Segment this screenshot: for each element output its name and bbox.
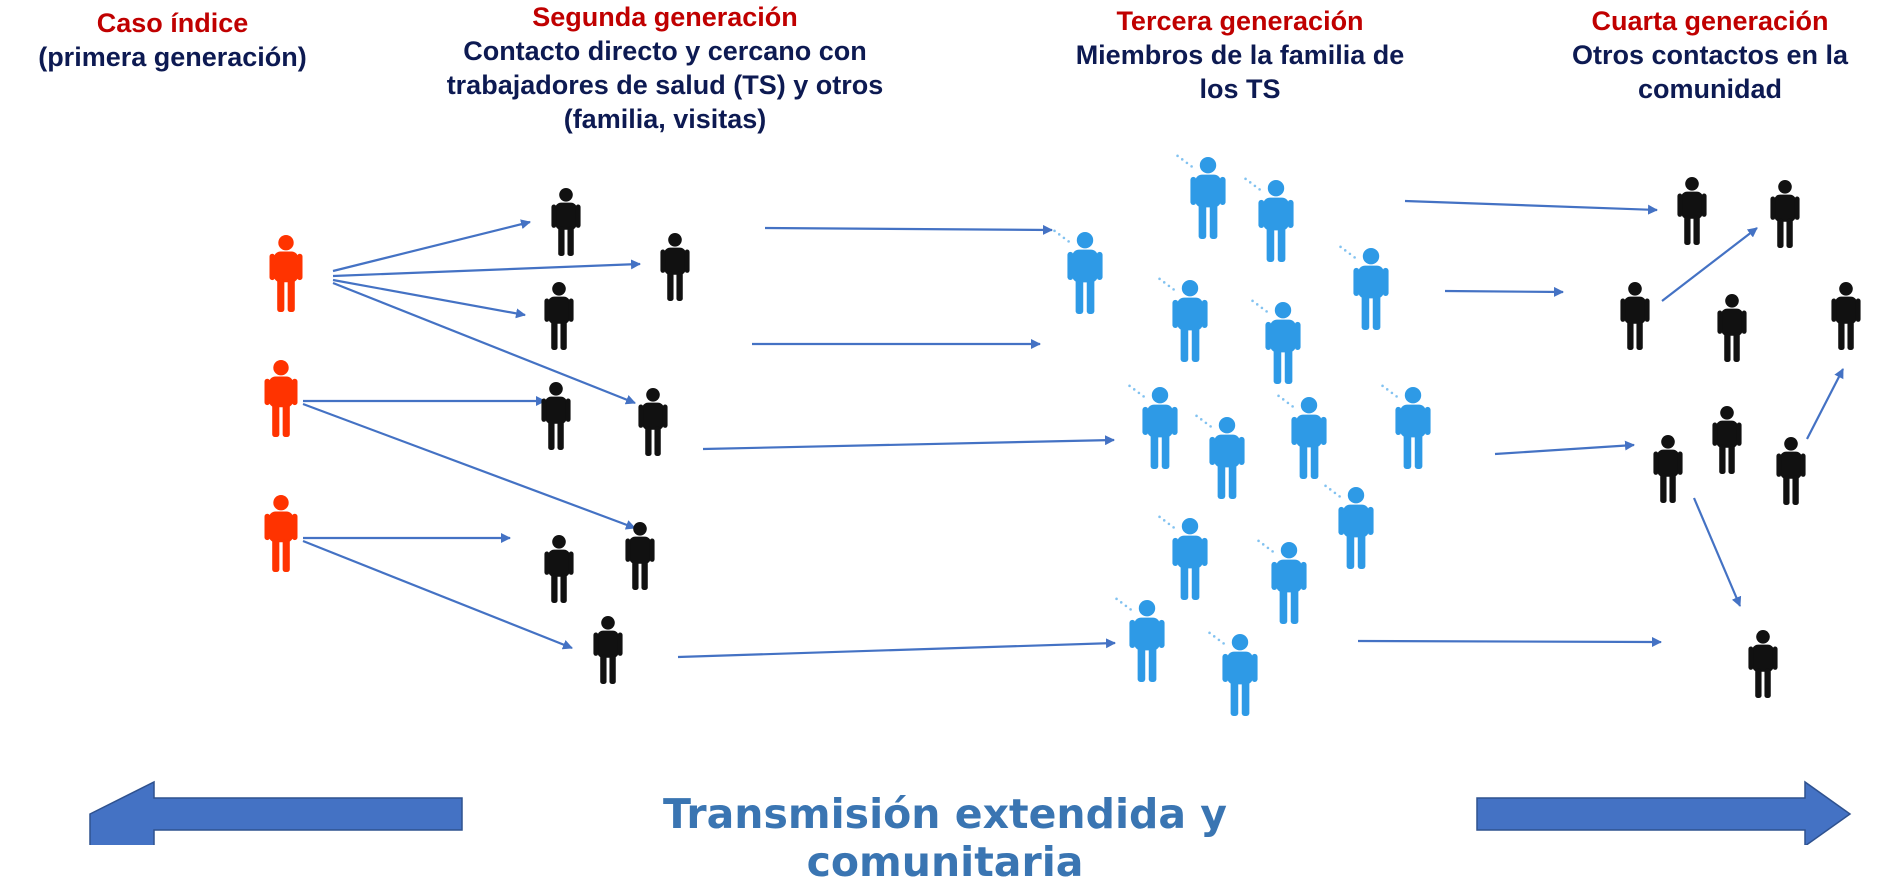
- person-icon: [1251, 299, 1301, 384]
- connector-arrow: [702, 435, 1115, 451]
- person-icon: [660, 233, 690, 301]
- header-first-generation: Caso índice (primera generación): [0, 6, 345, 74]
- person-icon: [1128, 384, 1178, 469]
- connector-arrow: [332, 259, 641, 278]
- second-generation-title: Segunda generación: [532, 2, 798, 32]
- connector-arrow: [1444, 286, 1564, 297]
- person-icon: [269, 235, 303, 312]
- people-group: [264, 154, 1861, 716]
- person-icon: [1208, 631, 1258, 716]
- person-icon: [1717, 294, 1747, 362]
- connector-arrow: [1494, 440, 1635, 456]
- person-icon: [541, 382, 571, 450]
- person-icon: [264, 360, 298, 437]
- footer-label: Transmisión extendida y comunitaria: [662, 790, 1228, 886]
- person-icon: [1339, 245, 1389, 330]
- fourth-generation-subtitle-line: Otros contactos en la: [1571, 40, 1849, 70]
- person-icon: [1677, 177, 1707, 245]
- person-icon: [1195, 414, 1245, 499]
- second-generation-subtitle-line: trabajadores de salud (TS) y otros: [446, 70, 884, 100]
- person-icon: [638, 388, 668, 456]
- footer-arrow-group: [89, 780, 1852, 845]
- connector-arrow: [1661, 227, 1758, 302]
- connector-arrow: [764, 224, 1053, 235]
- connector-arrow: [1357, 636, 1662, 647]
- transmission-diagram: [89, 154, 1861, 845]
- person-icon: [625, 522, 655, 590]
- person-icon: [1158, 515, 1208, 600]
- second-generation-subtitle-line: (familia, visitas): [563, 104, 767, 134]
- connector-arrow: [1692, 497, 1742, 607]
- third-generation-subtitle-line: Miembros de la familia de: [1075, 40, 1405, 70]
- person-icon: [1158, 277, 1208, 362]
- first-generation-title: Caso índice: [96, 8, 249, 38]
- person-icon: [1620, 282, 1650, 350]
- person-icon: [1770, 180, 1800, 248]
- person-icon: [1381, 384, 1431, 469]
- person-icon: [1831, 282, 1861, 350]
- connector-arrow: [302, 402, 636, 530]
- connector-arrow: [1404, 199, 1658, 215]
- connector-group: [302, 199, 1844, 659]
- person-icon: [1257, 539, 1307, 624]
- connector-arrow: [302, 539, 573, 650]
- right-arrow-icon: [1476, 780, 1852, 845]
- connector-arrow: [1806, 368, 1844, 440]
- person-icon: [544, 282, 574, 350]
- person-icon: [264, 495, 298, 572]
- person-icon: [551, 188, 581, 256]
- header-third-generation: Tercera generación Miembros de la famili…: [1020, 4, 1460, 106]
- fourth-generation-title: Cuarta generación: [1591, 6, 1829, 36]
- header-second-generation: Segunda generación Contacto directo y ce…: [395, 0, 935, 136]
- person-icon: [1712, 406, 1742, 474]
- header-fourth-generation: Cuarta generación Otros contactos en la …: [1540, 4, 1880, 106]
- person-icon: [1176, 154, 1226, 239]
- connector-arrow: [332, 219, 531, 273]
- person-icon: [1324, 484, 1374, 569]
- person-icon: [1053, 229, 1103, 314]
- person-icon: [1277, 394, 1327, 479]
- person-icon: [1244, 177, 1294, 262]
- second-generation-subtitle-line: Contacto directo y cercano con: [463, 36, 867, 66]
- fourth-generation-subtitle-line: comunidad: [1637, 74, 1782, 104]
- person-icon: [1115, 597, 1165, 682]
- connector-arrow: [332, 278, 526, 319]
- left-arrow-icon: [89, 780, 463, 845]
- connector-arrow: [332, 281, 636, 405]
- person-icon: [1776, 437, 1806, 505]
- connector-arrow: [677, 638, 1116, 659]
- person-icon: [1748, 630, 1778, 698]
- third-generation-subtitle-line: los TS: [1199, 74, 1281, 104]
- person-icon: [1653, 435, 1683, 503]
- first-generation-subtitle: (primera generación): [38, 42, 307, 72]
- person-icon: [593, 616, 623, 684]
- person-icon: [544, 535, 574, 603]
- third-generation-title: Tercera generación: [1116, 6, 1364, 36]
